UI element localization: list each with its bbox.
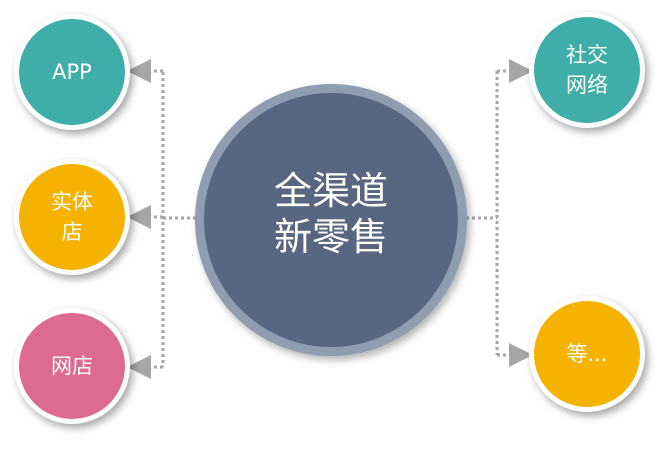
node-physical-store: 实体 店 — [14, 159, 130, 275]
node-social-network-line2: 网络 — [566, 73, 608, 97]
node-physical-store-line2: 店 — [61, 220, 83, 244]
node-app: APP — [14, 14, 130, 130]
center-circle: 全渠道 新零售 — [195, 84, 467, 356]
node-social-network-line1: 社交 — [566, 43, 608, 67]
center-line1: 全渠道 — [273, 169, 388, 213]
node-online-store-label: 网店 — [51, 354, 93, 378]
node-etc: 等... — [529, 296, 645, 412]
center-line2: 新零售 — [273, 215, 388, 259]
node-physical-store-line1: 实体 — [51, 190, 93, 214]
node-online-store: 网店 — [14, 308, 130, 424]
node-app-label: APP — [52, 60, 92, 84]
node-etc-label: 等... — [566, 342, 608, 366]
node-social-network: 社交 网络 — [529, 12, 645, 128]
